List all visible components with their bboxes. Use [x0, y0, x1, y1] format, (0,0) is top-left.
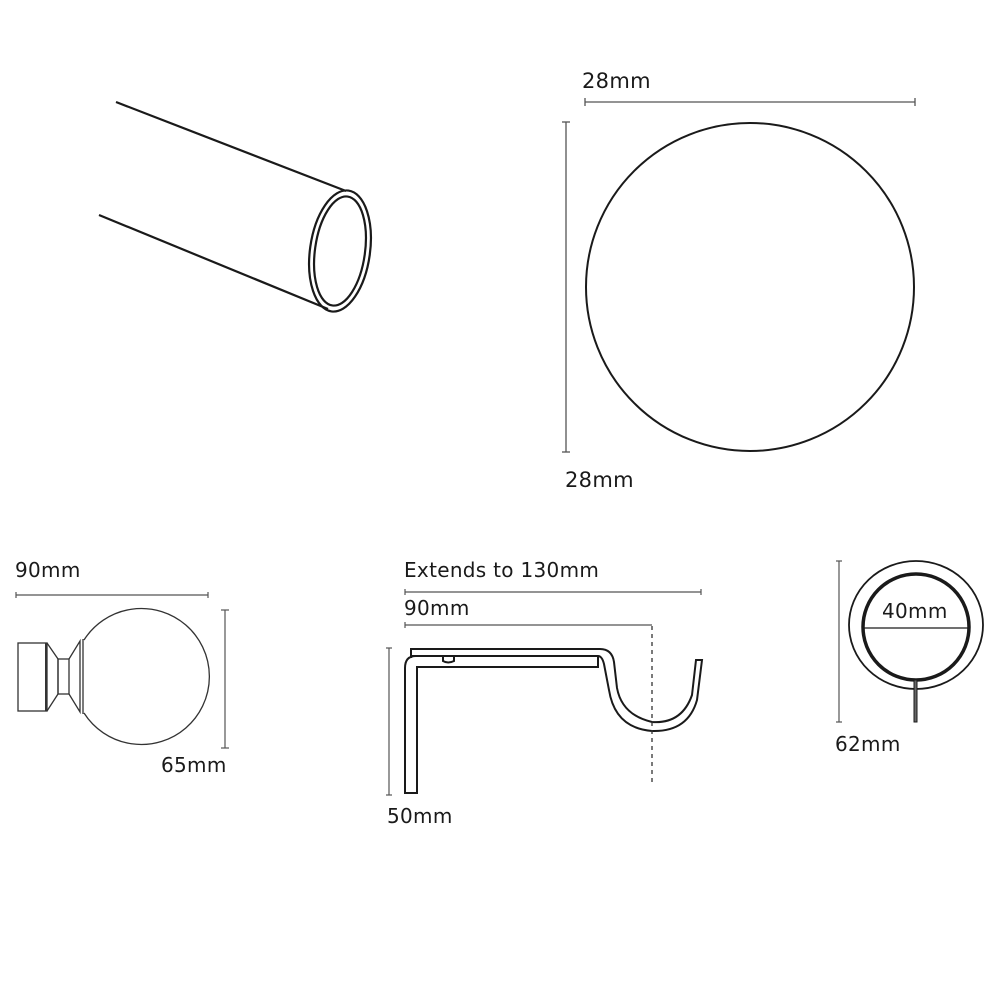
finial-diameter-dimension [221, 609, 229, 749]
pole-cross-section [562, 98, 916, 453]
cross-section-width-dimension [584, 98, 916, 106]
bracket-projection-dimension [404, 622, 652, 628]
ring-inner [861, 572, 971, 682]
pole-end-outer [308, 189, 372, 313]
finial-ball [83, 607, 210, 746]
finial-neck [57, 658, 70, 695]
pole-end-inner [312, 195, 368, 307]
bracket-drawing [386, 589, 704, 796]
finial-length-dimension [15, 592, 209, 598]
cross-section-height-dimension [562, 121, 570, 453]
cross-section-circle [585, 122, 915, 452]
finial-drawing [15, 592, 229, 749]
cross-section-height-label: 28mm [565, 468, 634, 492]
pole-bottom-edge [98, 213, 329, 311]
finial-base [17, 642, 48, 712]
ring-outer-dimension [836, 560, 842, 723]
bracket-top-arm [410, 648, 704, 733]
bracket-height-dimension [386, 647, 392, 796]
ring-inner-label: 40mm [882, 599, 948, 623]
ring-outer [848, 560, 984, 690]
finial-diameter-label: 65mm [161, 753, 227, 777]
bracket-screw-tab [442, 657, 455, 664]
ring-stem [913, 679, 918, 723]
bracket-height-label: 50mm [387, 804, 453, 828]
finial-length-label: 90mm [15, 558, 81, 582]
cross-section-width-label: 28mm [582, 69, 651, 93]
bracket-projection-label: 90mm [404, 596, 470, 620]
ring-outer-label: 62mm [835, 732, 901, 756]
pole-top-edge [115, 100, 347, 193]
pole-drawing [98, 100, 372, 313]
bracket-extends-label: Extends to 130mm [404, 558, 600, 582]
bracket-extends-dimension [404, 589, 702, 595]
ring-drawing [836, 560, 984, 723]
bracket-lower-arm [404, 655, 599, 794]
